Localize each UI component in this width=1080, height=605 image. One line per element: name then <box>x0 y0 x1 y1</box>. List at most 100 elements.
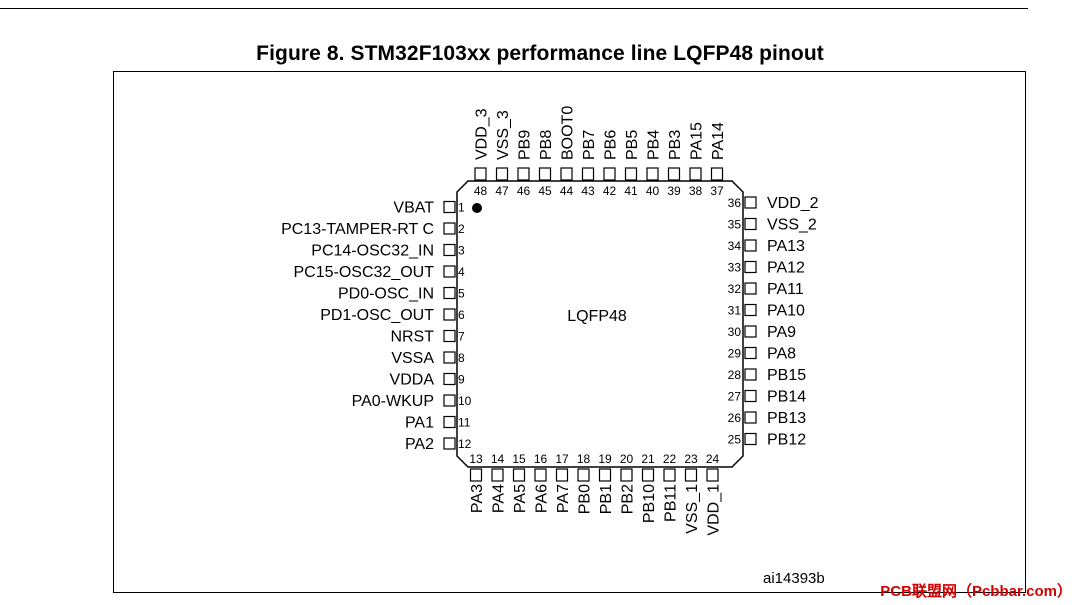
pin-48-number: 48 <box>474 184 488 198</box>
pin-21-number: 21 <box>641 452 655 466</box>
pin-5-label: PD0-OSC_IN <box>338 286 434 303</box>
pin-6-pad <box>443 308 456 321</box>
pin-1-label: VBAT <box>393 200 434 217</box>
pin-21-pad <box>641 468 655 482</box>
pin-16-label: PA6 <box>534 484 551 513</box>
pin-18-label: PB0 <box>577 484 594 514</box>
pin-46-number: 46 <box>517 184 531 198</box>
pin-24-label: VDD_1 <box>706 484 723 536</box>
pin-43-pad <box>581 167 595 181</box>
pin-19-number: 19 <box>598 452 612 466</box>
pin-39-pad <box>667 167 681 181</box>
pin-1-pad <box>443 200 456 214</box>
pin-38-pad <box>689 167 702 181</box>
pin-45-label: PB8 <box>538 130 555 160</box>
pin-30-number: 30 <box>728 325 742 339</box>
pin-17-label: PA7 <box>555 484 572 513</box>
pin-18-pad <box>577 468 590 482</box>
pin-8-label: VSSA <box>391 350 434 367</box>
pin-13-pad <box>469 468 483 482</box>
pin-41-pad <box>624 167 638 181</box>
pin-32-number: 32 <box>728 282 742 296</box>
pin-23-number: 23 <box>684 452 698 466</box>
pin-2-number: 2 <box>458 222 465 236</box>
pin-28-pad <box>744 368 757 381</box>
pin-13-number: 13 <box>469 452 483 466</box>
pin-31-label: PA10 <box>767 303 805 320</box>
pin-3-pad <box>443 243 456 257</box>
reference-id: ai14393b <box>763 570 825 587</box>
pin-28-label: PB15 <box>767 367 806 384</box>
pin-4-number: 4 <box>458 265 465 279</box>
pin-9-number: 9 <box>458 373 465 387</box>
pin-15-label: PA5 <box>512 484 529 513</box>
pin-5-pad <box>443 286 456 300</box>
pin-3-label: PC14-OSC32_IN <box>311 243 434 260</box>
pin-46-label: PB9 <box>517 130 534 160</box>
pin-42-pad <box>603 167 616 181</box>
chip-body <box>456 180 744 468</box>
pin-40-pad <box>646 167 659 181</box>
pin-17-pad <box>555 468 569 482</box>
pin-43-number: 43 <box>581 184 595 198</box>
pin-24-number: 24 <box>706 452 720 466</box>
pin-12-pad <box>443 437 456 450</box>
pin-22-label: PB11 <box>663 484 680 522</box>
pin-11-number: 11 <box>458 416 471 430</box>
pin-34-number: 34 <box>728 239 742 253</box>
pin-41-number: 41 <box>624 184 638 198</box>
pin-46-pad <box>517 167 530 181</box>
pin-38-number: 38 <box>689 184 703 198</box>
pin-21-label: PB10 <box>641 484 658 523</box>
pin-26-number: 26 <box>728 411 742 425</box>
pin-22-number: 22 <box>663 452 677 466</box>
pin-5-number: 5 <box>458 287 465 301</box>
pin-12-number: 12 <box>458 437 472 451</box>
pin-20-label: PB2 <box>620 484 637 514</box>
pin-30-label: PA9 <box>767 324 796 341</box>
pin-16-pad <box>534 468 547 482</box>
pin-4-pad <box>443 265 456 278</box>
pin-16-number: 16 <box>534 452 548 466</box>
pin-10-label: PA0-WKUP <box>352 393 434 410</box>
pin-34-pad <box>744 239 757 252</box>
pin-31-number: 31 <box>728 304 742 318</box>
pin-23-pad <box>684 468 698 482</box>
pin-37-pad <box>710 167 724 181</box>
pin-28-number: 28 <box>728 368 742 382</box>
pin-22-pad <box>663 468 676 482</box>
pin-19-pad <box>598 468 612 482</box>
pin-48-label: VDD_3 <box>474 108 491 160</box>
pin-4-label: PC15-OSC32_OUT <box>294 264 435 281</box>
watermark: PCB联盟网（Pcbbar.com） <box>880 583 1072 600</box>
pin-15-number: 15 <box>512 452 526 466</box>
pin-7-label: NRST <box>390 329 434 346</box>
pin-6-number: 6 <box>458 308 465 322</box>
pin-33-label: PA12 <box>767 260 805 277</box>
pin-18-number: 18 <box>577 452 591 466</box>
pin-14-number: 14 <box>491 452 505 466</box>
pin-17-number: 17 <box>555 452 569 466</box>
pin-6-label: PD1-OSC_OUT <box>320 307 434 324</box>
pin-36-number: 36 <box>728 196 742 210</box>
pin-30-pad <box>744 325 757 338</box>
pin-35-label: VSS_2 <box>767 217 817 234</box>
figure-frame <box>113 71 1026 593</box>
pin-24-pad <box>706 468 719 482</box>
package-label: LQFP48 <box>567 308 627 325</box>
pin-37-label: PA14 <box>710 122 727 160</box>
pin-40-number: 40 <box>646 184 660 198</box>
pin-36-pad <box>744 196 757 209</box>
pin-12-label: PA2 <box>405 436 434 453</box>
pin-8-pad <box>443 351 456 364</box>
pin-27-label: PB14 <box>767 389 806 406</box>
pin-11-pad <box>443 415 456 429</box>
pin-26-label: PB13 <box>767 410 806 427</box>
figure-title: Figure 8. STM32F103xx performance line L… <box>256 42 824 65</box>
pin-31-pad <box>744 303 757 317</box>
pin-7-pad <box>443 329 456 343</box>
pin1-indicator-dot <box>472 203 482 213</box>
pin-2-pad <box>443 222 456 235</box>
